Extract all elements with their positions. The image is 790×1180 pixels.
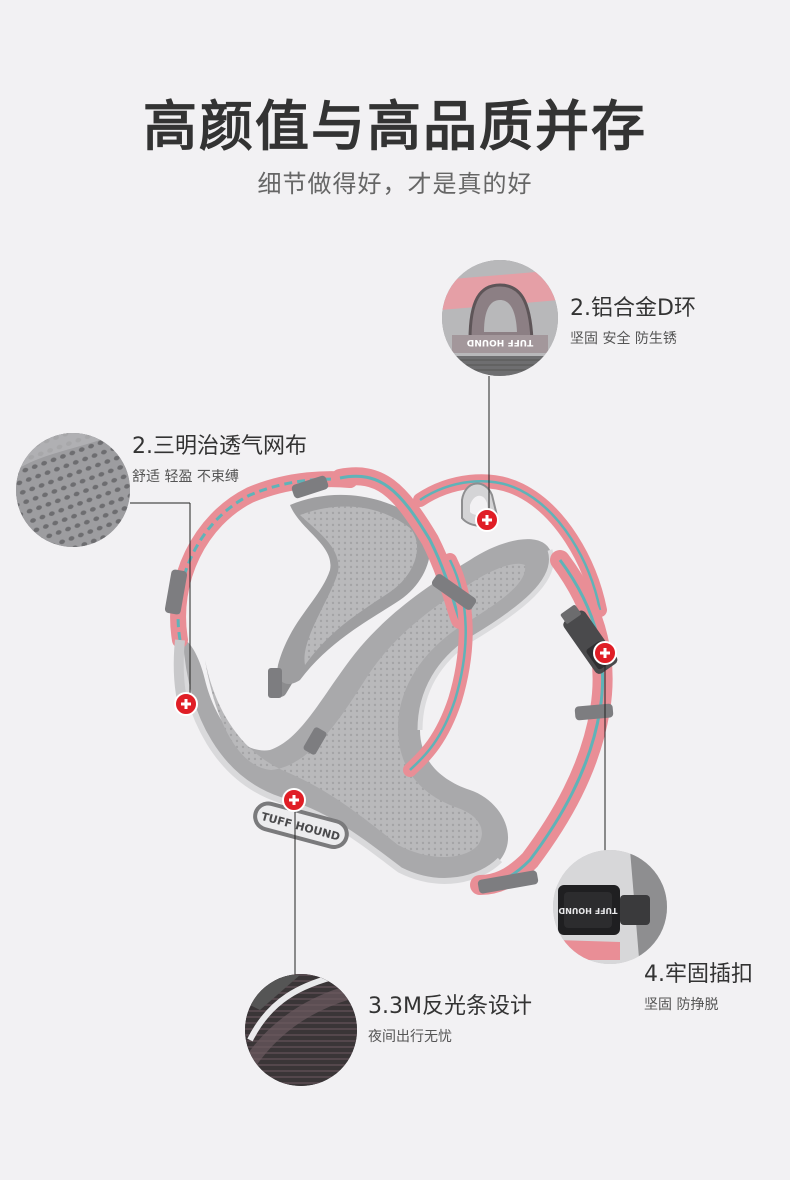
feature-heading: 4.牢固插扣	[644, 962, 753, 987]
harness: TUFF HOUND	[164, 467, 618, 895]
feature-desc: 舒适 轻盈 不束缚	[132, 469, 239, 485]
chest-logo-badge: TUFF HOUND	[253, 801, 349, 850]
feature-label-d-ring: 2.铝合金D环 坚固 安全 防生锈	[570, 290, 696, 348]
plus-marker-icon	[475, 508, 499, 532]
slider-top	[291, 475, 329, 499]
feature-desc: 坚固 安全 防生锈	[570, 331, 677, 347]
plus-marker-icon	[282, 788, 306, 812]
feature-label-buckle: 4.牢固插扣 坚固 防挣脱	[644, 956, 753, 1014]
back-clip	[268, 668, 282, 698]
plus-marker-icon	[593, 641, 617, 665]
hotspot-markers[interactable]	[174, 508, 617, 812]
feature-heading: 2.铝合金D环	[570, 296, 696, 321]
reflective-detail-image	[245, 974, 357, 1086]
feature-desc: 夜间出行无忧	[368, 1029, 452, 1045]
d-ring-logo-text: TUFF HOUND	[467, 337, 533, 347]
feature-label-reflective: 3.3M反光条设计 夜间出行无忧	[368, 988, 532, 1046]
feature-desc: 坚固 防挣脱	[644, 997, 719, 1013]
slider-mid	[431, 574, 477, 610]
callout-lines	[130, 376, 606, 975]
plus-marker-icon	[174, 692, 198, 716]
buckle-logo-text: TUFF HOUND	[558, 906, 617, 915]
feature-label-mesh: 2.三明治透气网布 舒适 轻盈 不束缚	[132, 428, 307, 486]
page-title: 高颜值与高品质并存	[143, 95, 647, 158]
buckle-detail-image: TUFF HOUND	[553, 850, 667, 964]
feature-heading: 2.三明治透气网布	[132, 434, 307, 459]
slider-bottom	[477, 870, 539, 894]
feature-heading: 3.3M反光条设计	[368, 994, 532, 1019]
slider-lower	[574, 703, 614, 721]
back-clip-2	[303, 727, 327, 755]
slider-left	[164, 569, 188, 615]
page-subtitle: 细节做得好，才是真的好	[257, 170, 533, 198]
d-ring-detail-image: TUFF HOUND	[442, 260, 558, 376]
